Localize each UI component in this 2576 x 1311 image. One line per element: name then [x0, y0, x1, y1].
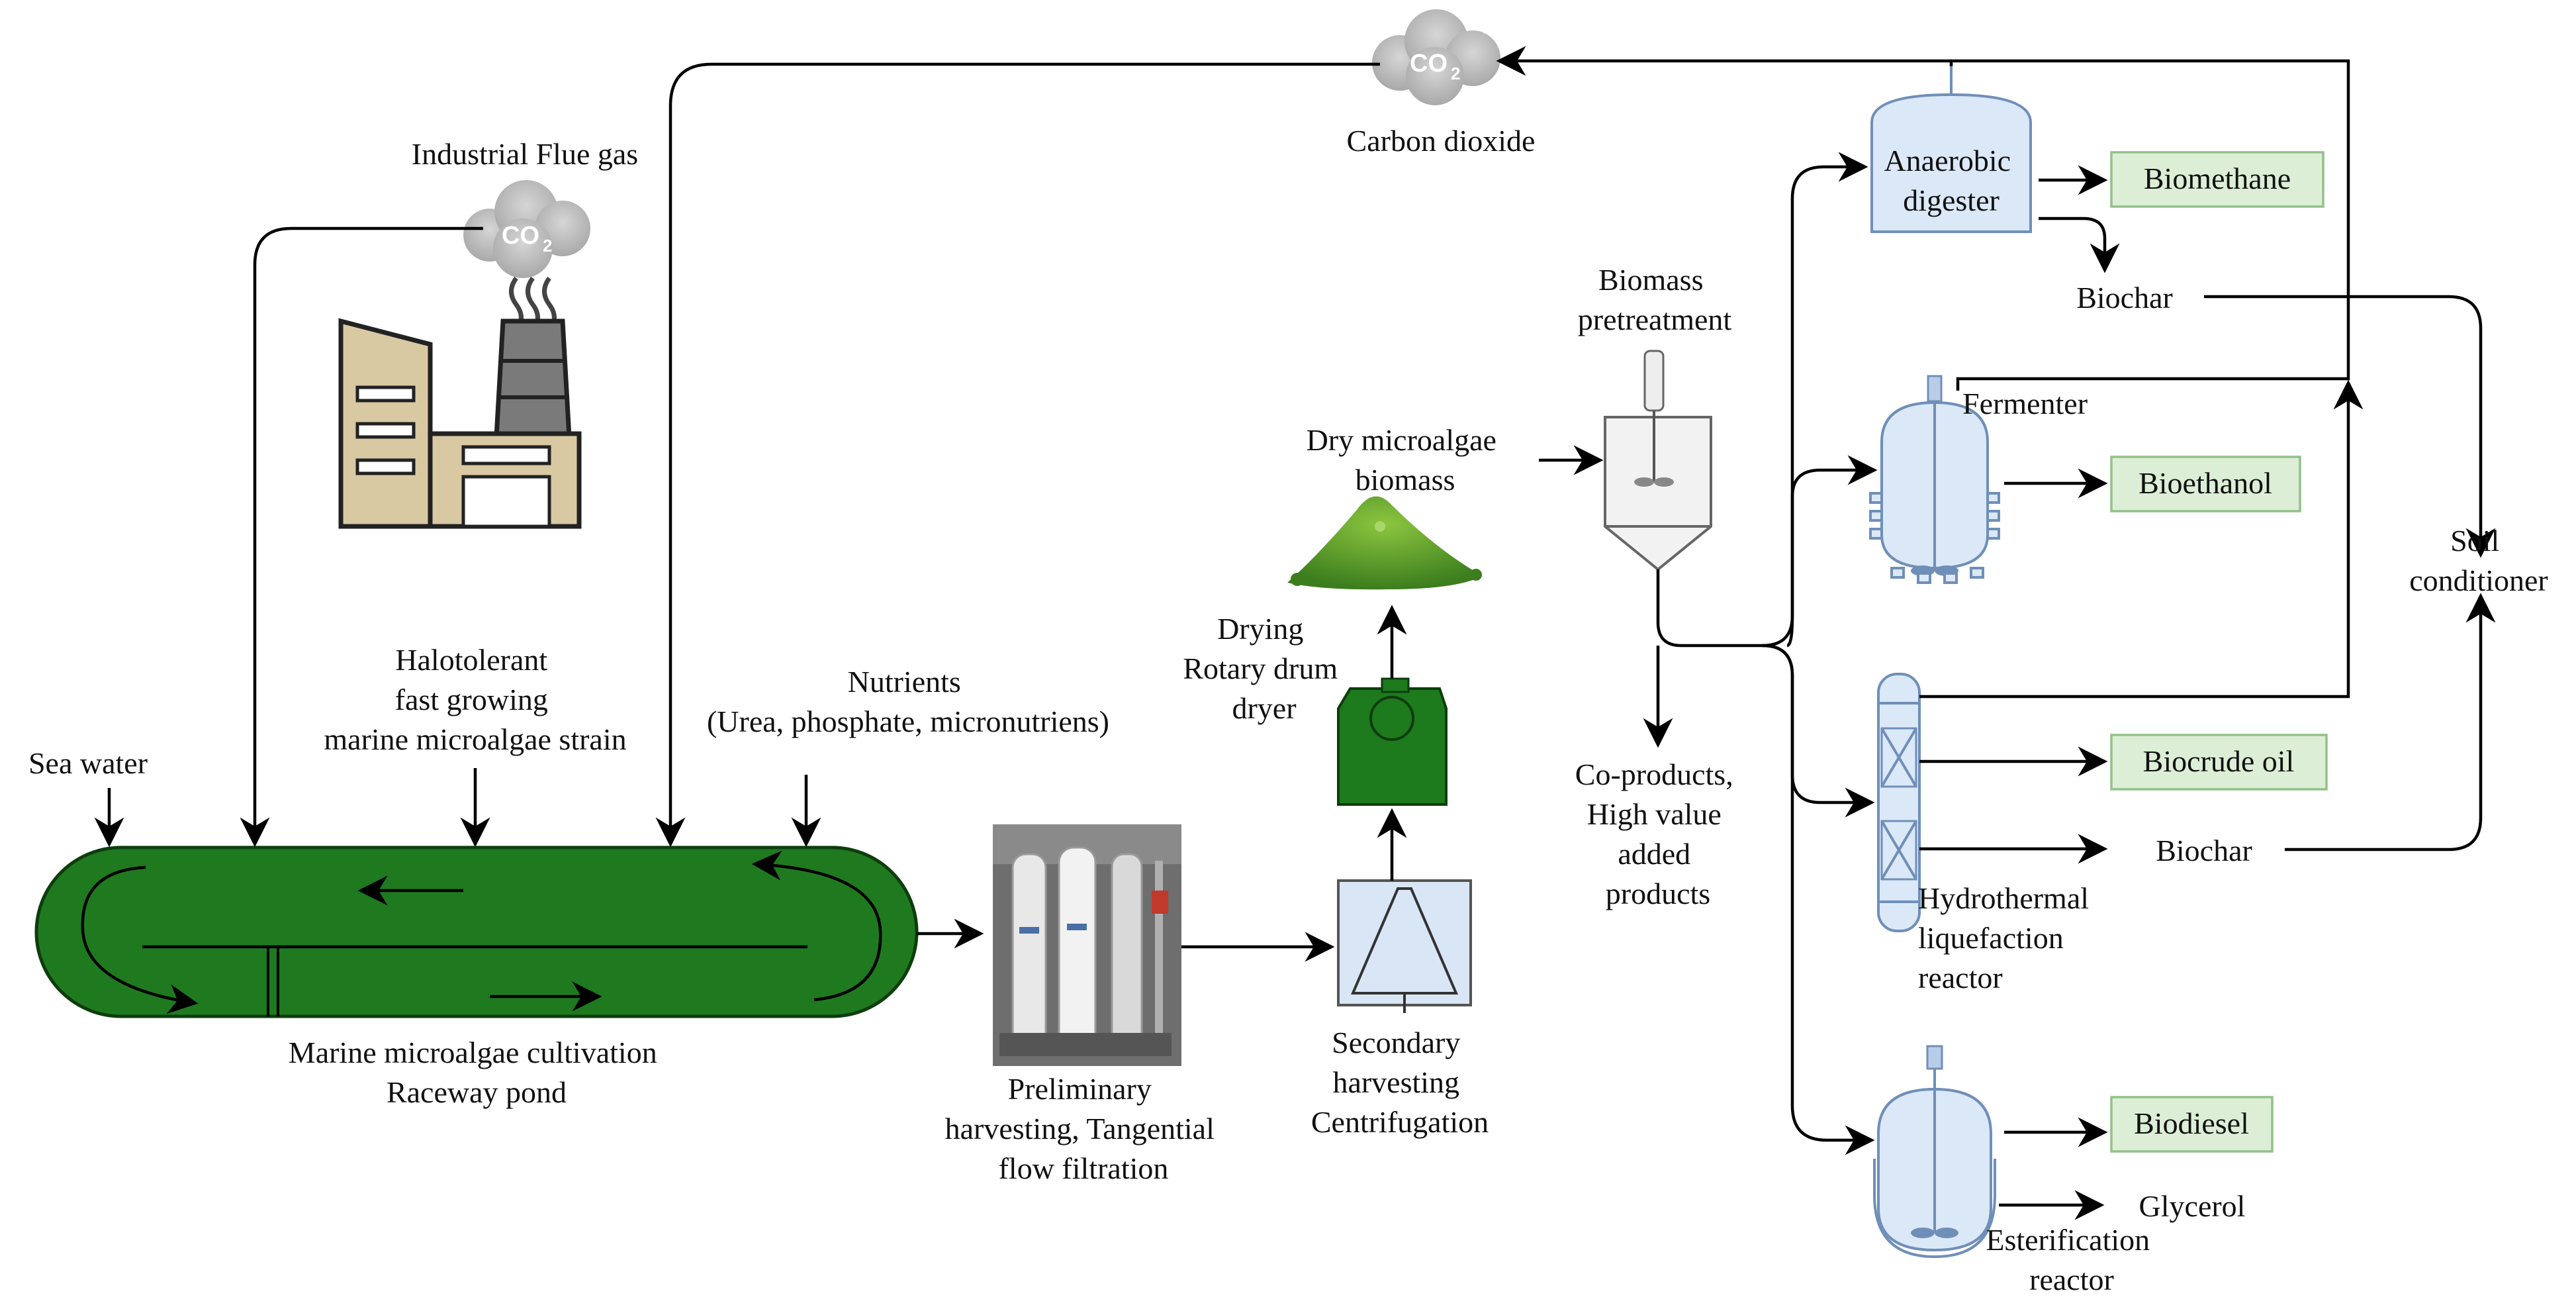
coproducts-label: Co-products, High value added products — [1575, 757, 1741, 910]
product-biodiesel: Biodiesel — [2110, 1096, 2274, 1153]
product-biomethane: Biomethane — [2110, 151, 2324, 208]
esterification-reactor-icon — [1873, 1045, 1996, 1259]
soil-conditioner-label: Soil conditioner — [2409, 524, 2548, 597]
svg-text:Bioethanol: Bioethanol — [2139, 466, 2272, 500]
co2-cloud-icon: CO 2 — [1372, 9, 1500, 105]
anaerobic-digester-icon — [1870, 66, 2032, 233]
biochar-label: Biochar — [2156, 834, 2252, 867]
svg-text:Biocrude oil: Biocrude oil — [2143, 744, 2295, 778]
glycerol-label: Glycerol — [2139, 1189, 2246, 1223]
svg-text:Biomethane: Biomethane — [2144, 162, 2291, 195]
co2-subscript: 2 — [543, 236, 552, 256]
preliminary-harvesting-label: Preliminary harvesting, Tangential flow … — [945, 1072, 1222, 1185]
carbon-dioxide-label: Carbon dioxide — [1347, 124, 1536, 158]
raceway-pond — [34, 846, 919, 1018]
svg-text:Biodiesel: Biodiesel — [2134, 1106, 2249, 1140]
industrial-flue-gas-label: Industrial Flue gas — [412, 137, 638, 171]
flow-arrows — [94, 46, 2496, 1220]
esterification-reactor-label: Esterification reactor — [1986, 1223, 2157, 1296]
fermenter-icon — [1869, 375, 2000, 584]
fermenter-label: Fermenter — [1962, 387, 2088, 420]
product-bioethanol: Bioethanol — [2110, 456, 2301, 512]
biochar-label: Biochar — [2076, 281, 2173, 315]
co2-glyph: CO — [502, 222, 539, 250]
drying-label: Drying Rotary drum dryer — [1183, 612, 1345, 725]
centrifuge-icon — [1337, 879, 1472, 1013]
co2-subscript: 2 — [1451, 64, 1460, 83]
co2-glyph: CO — [1410, 50, 1448, 77]
biomass-pile-icon — [1287, 496, 1483, 590]
secondary-harvesting-label: Secondary harvesting Centrifugation — [1311, 1026, 1489, 1139]
htl-reactor-icon — [1877, 673, 1921, 932]
anaerobic-digester-label: Anaerobic digester — [1884, 144, 2018, 217]
filtration-unit-icon — [993, 824, 1181, 1066]
dry-biomass-label: Dry microalgae biomass — [1307, 423, 1504, 497]
sea-water-label: Sea water — [28, 746, 148, 780]
nutrients-label: Nutrients (Urea, phosphate, micronutrien… — [707, 665, 1109, 738]
htl-reactor-label: Hydrothermal liquefaction reactor — [1918, 881, 2097, 995]
pretreatment-tank-icon — [1604, 350, 1712, 571]
biomass-pretreatment-label: Biomass pretreatment — [1578, 263, 1732, 336]
product-biocrude-oil: Biocrude oil — [2110, 734, 2328, 791]
co2-cloud-icon: CO 2 — [463, 180, 590, 278]
factory-icon — [338, 276, 582, 529]
raceway-pond-label: Marine microalgae cultivation Raceway po… — [289, 1036, 665, 1109]
strain-label: Halotolerant fast growing marine microal… — [324, 643, 626, 756]
rotary-drum-dryer-icon — [1337, 677, 1448, 806]
